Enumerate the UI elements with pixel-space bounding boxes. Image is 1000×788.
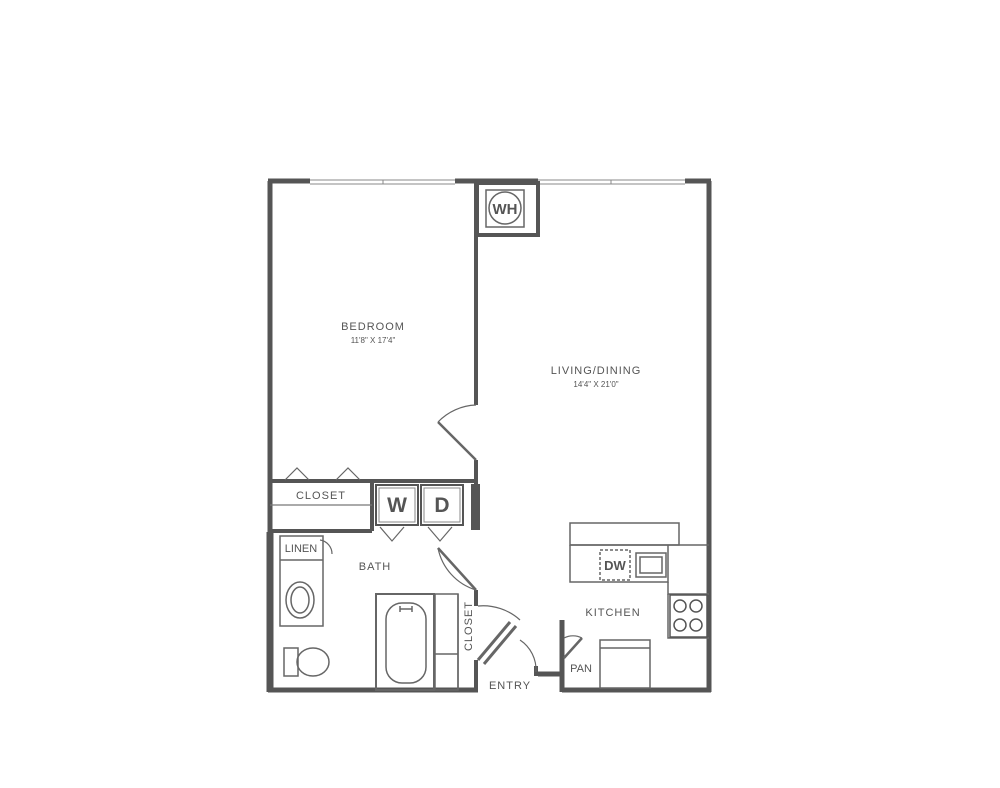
pantry-label: PAN bbox=[570, 663, 592, 675]
stove bbox=[669, 594, 708, 638]
bedroom-name: BEDROOM bbox=[341, 321, 405, 333]
kitchen-label: KITCHEN bbox=[585, 607, 640, 619]
entry-closet-label: CLOSET bbox=[463, 601, 475, 651]
bedroom-closet-label: CLOSET bbox=[296, 490, 346, 502]
entry-label: ENTRY bbox=[489, 680, 531, 692]
dishwasher-label: DW bbox=[604, 558, 626, 573]
doors bbox=[284, 404, 583, 673]
exterior-walls bbox=[266, 178, 712, 693]
wall-chase bbox=[471, 484, 480, 530]
dryer-label: D bbox=[434, 494, 449, 517]
water-heater-closet bbox=[475, 181, 540, 237]
bath-fixtures bbox=[279, 535, 435, 691]
bedroom-dims: 11'8" X 17'4" bbox=[351, 336, 396, 345]
laundry bbox=[375, 484, 464, 526]
interior-walls bbox=[270, 181, 538, 692]
entry-closet bbox=[434, 593, 459, 691]
linen-label: LINEN bbox=[285, 543, 317, 555]
windows bbox=[310, 179, 685, 185]
washer-label: W bbox=[387, 494, 407, 517]
living-dining-name: LIVING/DINING bbox=[551, 365, 642, 377]
kitchen-counters bbox=[569, 522, 709, 689]
water-heater-label: WH bbox=[493, 201, 518, 218]
bath-label: BATH bbox=[359, 561, 392, 573]
living-dining-dims: 14'4" X 21'0" bbox=[573, 380, 618, 389]
